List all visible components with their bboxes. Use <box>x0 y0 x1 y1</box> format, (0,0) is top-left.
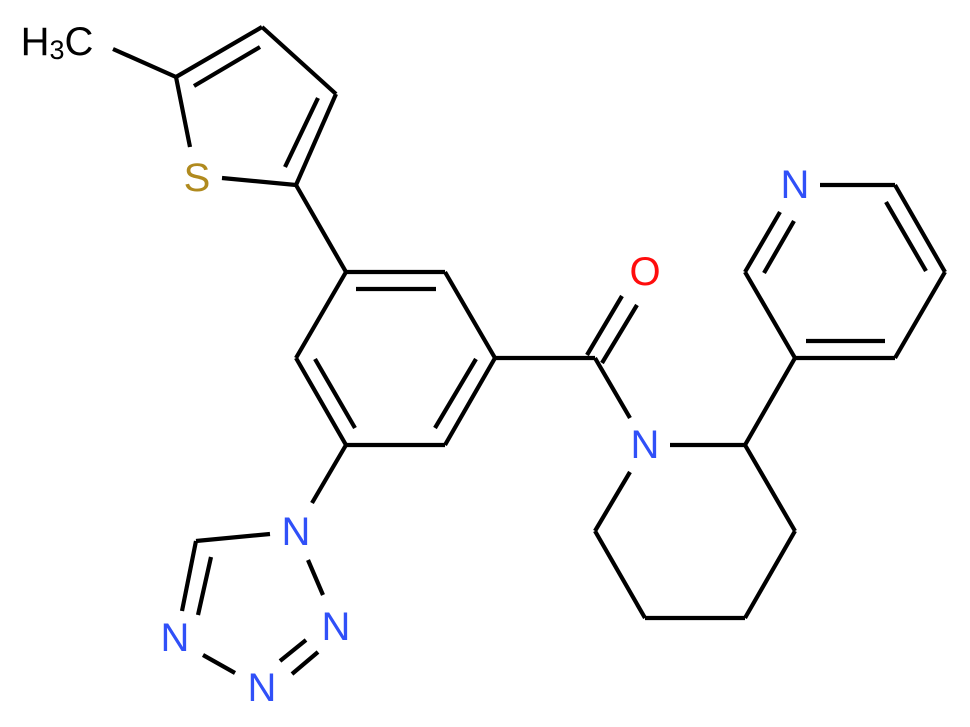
benzene-ring <box>294 269 497 448</box>
carbonyl-oxygen-label: O <box>629 250 660 294</box>
thiophene-sulfur-label: S <box>184 156 211 200</box>
piperidine-nitrogen-label: N <box>631 423 660 467</box>
pyridine-nitrogen-label: N <box>781 163 810 207</box>
tetrazole-n4-label: N <box>161 616 190 660</box>
thiophene-ring <box>173 25 338 188</box>
carbonyl-group <box>495 294 639 420</box>
tetrazole-n1-label: N <box>282 510 311 554</box>
thiophene-benzene-bond <box>294 183 348 274</box>
methyl-label: H3C <box>21 20 94 65</box>
piperidine-pyridine-bond <box>743 356 797 447</box>
tetrazole-n3-label: N <box>248 666 277 710</box>
pyridine-ring <box>743 182 947 361</box>
tetrazole-n2-label: N <box>322 605 351 649</box>
benzene-tetrazole-bond <box>310 443 348 505</box>
piperidine-ring <box>593 442 797 621</box>
methyl-bond <box>112 47 177 79</box>
tetrazole-ring <box>179 531 325 676</box>
